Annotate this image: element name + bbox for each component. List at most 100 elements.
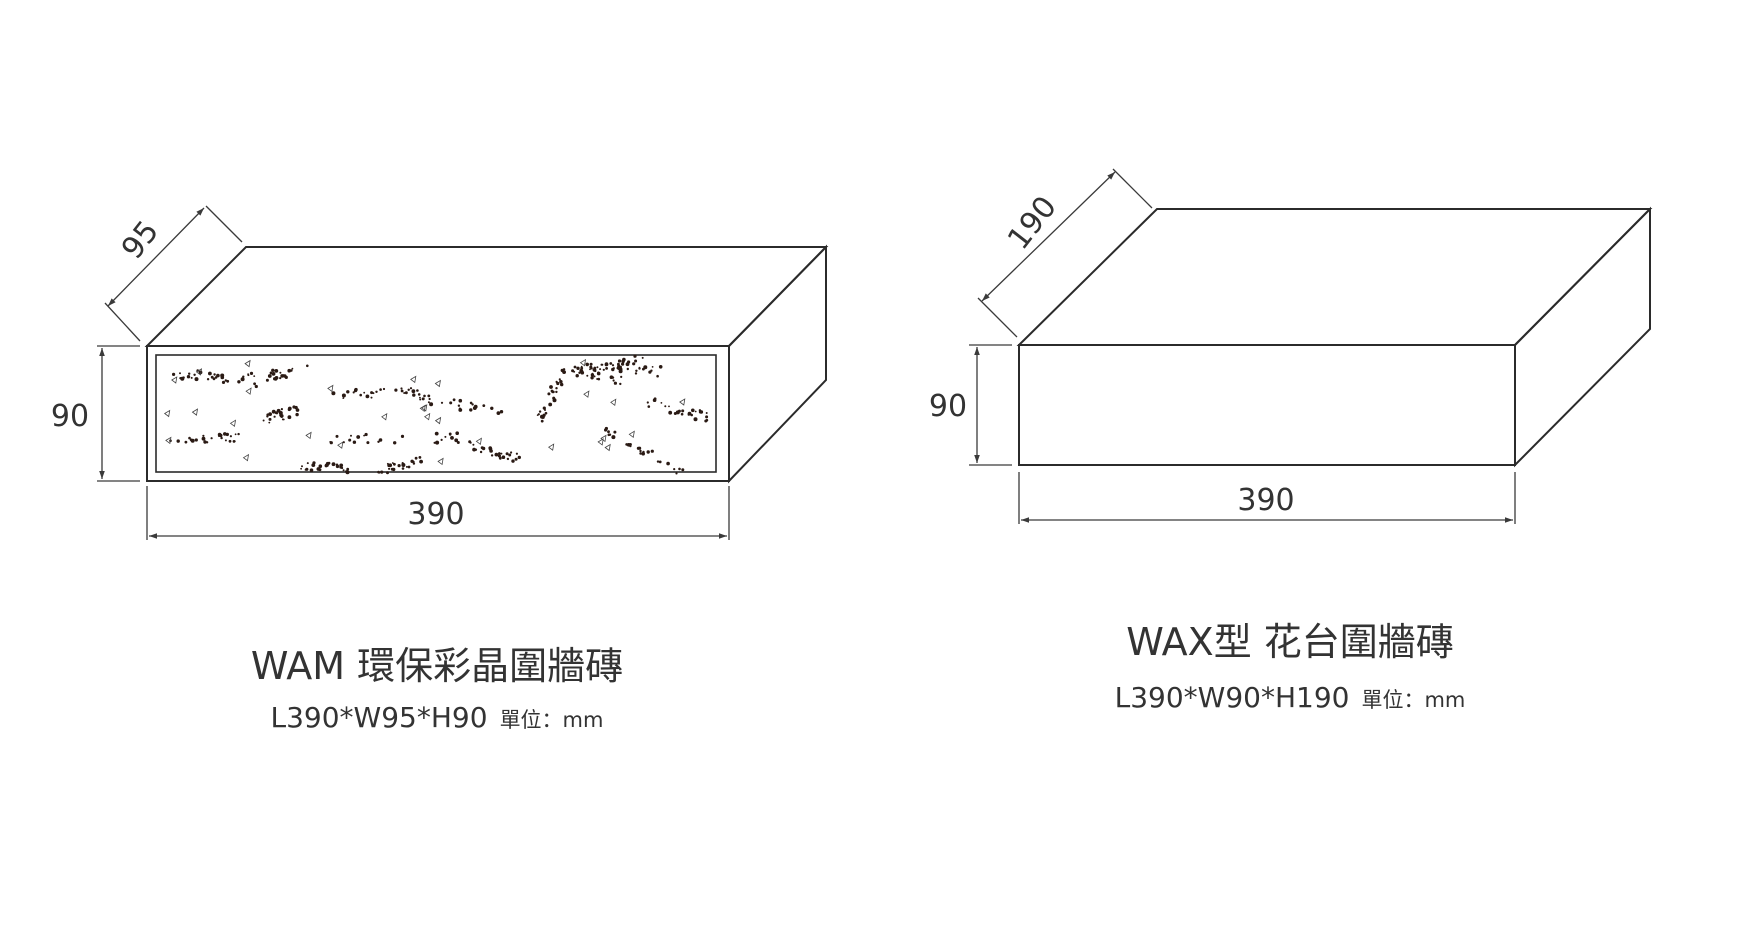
speckle-dot xyxy=(237,380,241,384)
speckle-dot xyxy=(268,417,272,421)
wam-title: WAM 環保彩晶圍牆磚 xyxy=(251,644,623,688)
speckle-dot xyxy=(253,382,256,386)
speckle-dot xyxy=(434,431,439,436)
speckle-dot xyxy=(576,366,580,370)
speckle-dot xyxy=(363,391,366,394)
speckle-dot xyxy=(625,443,628,446)
speckle-dot xyxy=(427,401,430,404)
speckle-dot xyxy=(604,362,609,367)
speckle-dot xyxy=(291,367,294,370)
speckle-dot xyxy=(705,412,708,414)
speckle-dot xyxy=(500,452,503,455)
speckle-dot xyxy=(440,401,444,404)
speckle-triangle xyxy=(171,376,178,384)
speckle-triangle xyxy=(229,419,237,428)
speckle-dot xyxy=(418,456,422,459)
wax-height-label: 90 xyxy=(929,389,967,424)
wam-depth-label: 95 xyxy=(115,214,166,266)
speckle-dot xyxy=(176,439,180,443)
speckle-dot xyxy=(646,450,650,454)
speckle-dot xyxy=(411,389,416,394)
speckle-triangle xyxy=(579,358,587,367)
speckle-dot xyxy=(633,354,637,358)
speckle-dot xyxy=(681,468,685,472)
speckle-dot xyxy=(626,367,629,371)
speckle-dot xyxy=(405,465,408,468)
speckle-dot xyxy=(295,412,299,417)
speckle-dot xyxy=(234,433,237,436)
speckle-dot xyxy=(537,413,540,416)
speckle-dot xyxy=(611,364,615,367)
speckle-triangle xyxy=(410,375,417,384)
speckle-dot xyxy=(377,440,380,443)
speckle-dot xyxy=(647,405,651,408)
speckle-dot xyxy=(359,393,363,397)
speckle-dot xyxy=(653,397,657,401)
speckle-dot xyxy=(660,402,663,404)
speckle-dot xyxy=(172,372,176,376)
speckle-dot xyxy=(656,460,660,463)
speckle-dot xyxy=(265,378,269,382)
speckle-dot xyxy=(224,439,227,442)
speckle-dot xyxy=(274,369,279,373)
speckle-dot xyxy=(301,465,303,468)
speckle-dot xyxy=(179,377,182,380)
wax-depth-label: 190 xyxy=(1001,190,1064,257)
speckle-dot xyxy=(555,380,558,383)
speckle-dot xyxy=(666,461,670,466)
wam-height-label: 90 xyxy=(51,399,89,434)
speckle-dot xyxy=(378,472,380,474)
speckle-dot xyxy=(403,392,406,394)
speckle-dot xyxy=(331,462,336,467)
speckle-triangle xyxy=(423,412,431,421)
speckle-dot xyxy=(421,397,425,401)
speckle-dot xyxy=(365,394,370,399)
speckle-dot xyxy=(273,415,276,418)
speckle-dot xyxy=(268,421,271,424)
speckle-dot xyxy=(542,406,546,410)
speckle-dot xyxy=(401,463,406,467)
speckle-dot xyxy=(612,367,615,370)
wam-length-label: 390 xyxy=(407,497,464,532)
speckle-dot xyxy=(490,406,494,410)
speckle-dot xyxy=(705,415,709,419)
speckle-dot xyxy=(634,359,638,363)
speckle-dot xyxy=(560,382,564,387)
speckle-dot xyxy=(580,365,583,368)
speckle-dot xyxy=(611,376,615,379)
speckle-dot xyxy=(469,408,473,412)
speckle-dot xyxy=(510,451,513,454)
speckle-triangle xyxy=(600,434,607,443)
speckle-dot xyxy=(458,407,462,410)
speckle-triangle xyxy=(163,409,171,418)
speckle-dot xyxy=(454,438,459,443)
speckle-dot xyxy=(353,388,358,393)
speckle-dot xyxy=(488,446,493,450)
speckle-dot xyxy=(618,369,623,374)
speckle-dot xyxy=(511,459,515,463)
wam-unit: 單位：mm xyxy=(500,708,604,732)
wax-front-face xyxy=(1018,344,1516,466)
speckle-dot xyxy=(232,440,236,443)
speckle-dot xyxy=(282,418,285,421)
speckle-dot xyxy=(271,368,275,372)
speckle-dot xyxy=(540,419,544,423)
speckle-dot xyxy=(651,366,654,368)
speckle-dot xyxy=(575,374,579,378)
speckle-dot xyxy=(580,370,585,375)
speckle-triangle xyxy=(421,404,428,412)
speckle-dot xyxy=(366,441,370,445)
speckle-dot xyxy=(404,391,408,395)
speckle-dot xyxy=(282,374,285,377)
speckle-dot xyxy=(559,380,563,384)
speckle-dot xyxy=(400,387,403,390)
speckle-dot xyxy=(501,455,506,460)
speckle-dot xyxy=(625,362,630,367)
speckle-dot xyxy=(339,463,344,468)
wam-top-face xyxy=(144,246,829,347)
speckle-triangle xyxy=(628,430,635,439)
speckle-dot xyxy=(600,363,603,366)
speckle-dot xyxy=(189,438,193,442)
speckle-dot xyxy=(372,392,375,395)
